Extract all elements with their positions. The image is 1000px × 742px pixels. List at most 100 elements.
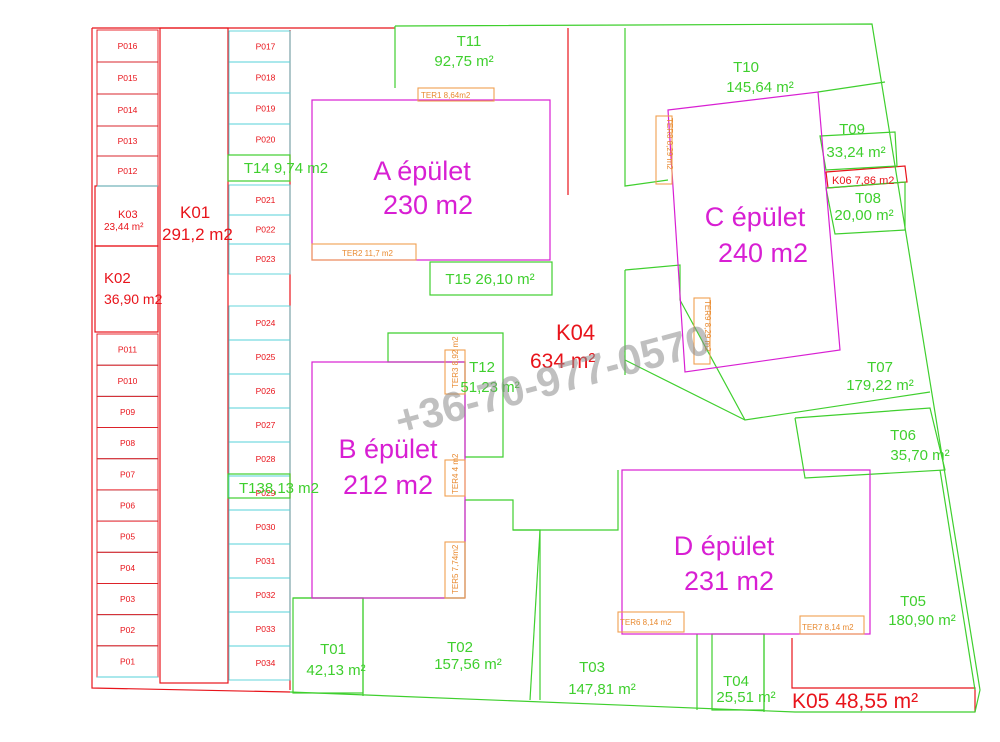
t-labels: T01 42,13 m² T02 157,56 m² T03 147,81 m²… xyxy=(239,33,956,706)
ter8-label: TER8 8,29 m2 xyxy=(665,118,674,170)
building-labels: A épület 230 m2 B épület 212 m2 C épület… xyxy=(338,156,808,596)
t11-name: T11 xyxy=(457,33,482,50)
t03-name: T03 xyxy=(579,659,605,676)
t09-name: T09 xyxy=(839,121,865,138)
k01-name: K01 xyxy=(180,203,210,222)
parking-left-column: P016P015P014P013P012P011P010P09P08P07P06… xyxy=(96,29,159,678)
t01-name: T01 xyxy=(320,641,346,658)
parking-space-mid-label: P031 xyxy=(256,556,276,566)
building-d xyxy=(621,469,871,635)
parking-space-left-label: P01 xyxy=(120,656,135,666)
parking-space-left-label: P013 xyxy=(118,136,138,146)
parking-space-mid-box xyxy=(228,645,291,681)
t03-divider xyxy=(529,529,541,701)
building-c-area: 240 m2 xyxy=(718,238,808,268)
parking-space-mid-label: P027 xyxy=(256,420,276,430)
parking-space-left-label: P05 xyxy=(120,532,135,542)
t11-area: 92,75 m² xyxy=(434,53,493,70)
ter1-label: TER1 8,64m2 xyxy=(421,91,471,100)
k02-name: K02 xyxy=(104,270,131,287)
parking-space-mid-label: P021 xyxy=(256,195,276,205)
t04-area: 25,51 m² xyxy=(716,689,775,706)
k05-boundary xyxy=(791,638,976,712)
k03-name: K03 xyxy=(118,209,138,221)
ter7-box xyxy=(799,615,865,635)
parking-space-left-label: P02 xyxy=(120,625,135,635)
t10-bottom xyxy=(817,81,886,93)
t07-diag xyxy=(624,359,746,421)
t14-label: T14 9,74 m2 xyxy=(244,160,328,177)
k02-box xyxy=(94,245,159,333)
ter2-label: TER2 11,7 m2 xyxy=(342,249,394,258)
t06-name: T06 xyxy=(890,427,916,444)
parking-space-left-label: P011 xyxy=(118,345,137,355)
parking-space-left-label: P016 xyxy=(118,41,138,51)
building-c xyxy=(667,91,841,373)
parking-space-mid-label: P033 xyxy=(256,624,276,634)
building-d-area: 231 m2 xyxy=(684,566,774,596)
parking-space-left-label: P09 xyxy=(120,407,135,417)
t08-box xyxy=(825,181,906,235)
corridor xyxy=(513,470,619,531)
t05-name: T05 xyxy=(900,593,926,610)
parking-space-mid-label: P017 xyxy=(256,42,276,52)
t12-area: 51,23 m² xyxy=(460,379,519,396)
parking-space-left-label: P07 xyxy=(120,469,135,479)
parking-space-left-label: P08 xyxy=(120,438,135,448)
t10-name: T10 xyxy=(733,59,759,76)
k05-label: K05 48,55 m² xyxy=(792,690,918,713)
t03-area: 147,81 m² xyxy=(568,681,636,698)
t01-area: 42,13 m² xyxy=(306,662,365,679)
building-a xyxy=(311,99,551,261)
k03-area: 23,44 m² xyxy=(104,222,144,233)
k06-box xyxy=(825,165,908,189)
ter2-box xyxy=(311,243,417,261)
ter6-box xyxy=(617,611,685,633)
parking-space-mid-label: P026 xyxy=(256,386,276,396)
building-b-area: 212 m2 xyxy=(343,470,433,500)
t05-area: 180,90 m² xyxy=(888,612,956,629)
t12-name: T12 xyxy=(469,359,495,376)
t08-area: 20,00 m² xyxy=(834,207,893,224)
t05-left xyxy=(939,469,976,691)
t06-area: 35,70 m² xyxy=(890,447,949,464)
parking-space-left-label: P015 xyxy=(118,73,138,83)
terraces xyxy=(311,87,865,635)
parking-space-left-label: P010 xyxy=(118,376,138,386)
t02-name: T02 xyxy=(447,639,473,656)
building-a-name: A épület xyxy=(373,156,471,186)
t13-label: T138,13 m2 xyxy=(239,480,319,497)
k04-area: 634 m² xyxy=(530,350,595,373)
site-boundary-outer xyxy=(289,23,981,713)
parking-space-mid-label: P019 xyxy=(256,104,276,114)
ter3-box xyxy=(444,349,466,395)
parking-space-mid-box xyxy=(228,243,291,275)
parking-space-mid-label: P018 xyxy=(256,73,276,83)
t06-box xyxy=(794,407,946,479)
parking-space-left-label: P03 xyxy=(120,594,135,604)
building-a-area: 230 m2 xyxy=(383,190,473,220)
ter4-box xyxy=(444,459,466,497)
building-c-name: C épület xyxy=(705,202,806,232)
parking-space-left-label: P014 xyxy=(118,105,138,115)
ter3-label: TER3 8,92 m2 xyxy=(451,336,460,388)
parking-space-mid-label: P023 xyxy=(256,254,276,264)
parking-space-left-label: P012 xyxy=(118,166,138,176)
ter-labels: TER1 8,64m2 TER2 11,7 m2 TER6 8,14 m2 TE… xyxy=(342,91,854,632)
ter6-label: TER6 8,14 m2 xyxy=(620,618,672,627)
k-labels: K01 291,2 m2 K02 36,90 m2 K03 23,44 m² K… xyxy=(104,175,918,713)
parking-space-mid-label: P034 xyxy=(256,658,276,668)
parking-space-mid-label: P030 xyxy=(256,522,276,532)
parking-space-mid-label: P024 xyxy=(256,318,276,328)
t07-area: 179,22 m² xyxy=(846,377,914,394)
k01-strip xyxy=(159,27,229,684)
building-b-name: B épület xyxy=(338,434,438,464)
t10-area: 145,64 m² xyxy=(726,79,794,96)
parking-space-mid-label: P020 xyxy=(256,135,276,145)
parking-space-mid-label: P022 xyxy=(256,225,276,235)
t15-box xyxy=(429,261,553,296)
t15-label: T15 26,10 m² xyxy=(445,271,534,288)
t07-name: T07 xyxy=(867,359,893,376)
parking-space-mid-label: P025 xyxy=(256,352,276,362)
